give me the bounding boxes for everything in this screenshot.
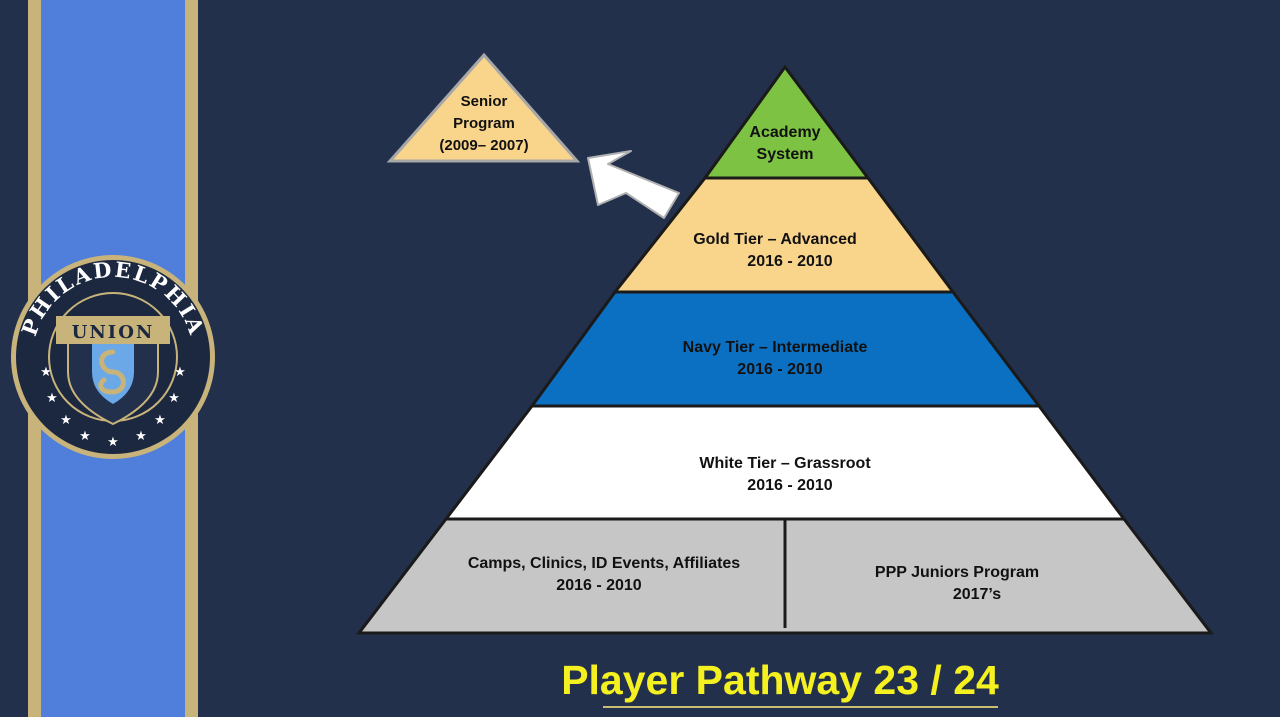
page-title: Player Pathway 23 / 24	[561, 657, 999, 703]
senior-program-triangle	[386, 52, 581, 163]
svg-text:★: ★	[168, 390, 180, 405]
svg-text:★: ★	[107, 434, 119, 449]
svg-text:★: ★	[46, 390, 58, 405]
arrow-up-left-icon	[587, 150, 680, 219]
svg-text:★: ★	[174, 364, 186, 379]
logo-banner-text: UNION	[72, 322, 155, 343]
svg-text:★: ★	[79, 428, 91, 443]
svg-text:★: ★	[135, 428, 147, 443]
svg-text:★: ★	[40, 364, 52, 379]
snake-icon	[98, 349, 126, 395]
svg-text:★: ★	[154, 412, 166, 427]
title-underline	[603, 706, 998, 708]
svg-text:★: ★	[60, 412, 72, 427]
philadelphia-union-logo: PHILADELPHIA ★★★ ★★★ ★★★ UNION	[11, 255, 215, 459]
logo-stars: ★★★ ★★★ ★★★	[40, 364, 186, 449]
